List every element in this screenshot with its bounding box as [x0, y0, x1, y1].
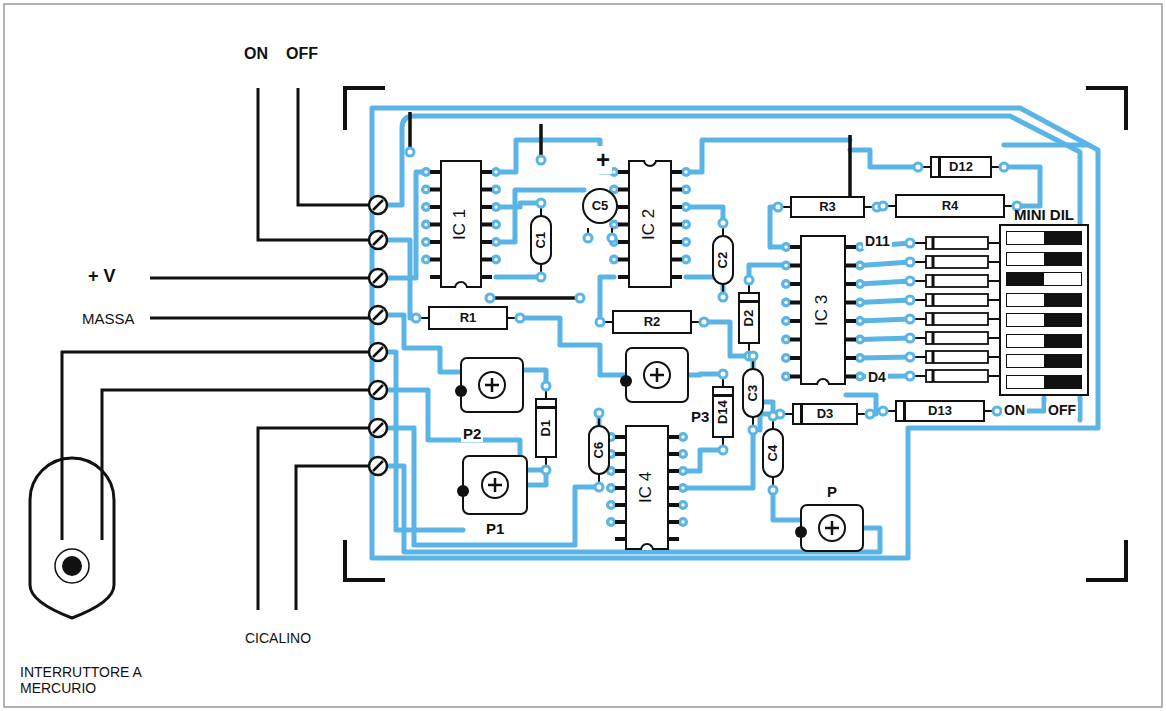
- part-label: IC 3: [814, 294, 833, 325]
- part-label: P: [825, 483, 839, 500]
- ic-chip: IC 3: [800, 235, 846, 385]
- switch-lever: [1006, 334, 1082, 348]
- ic-chip: IC 1: [440, 160, 482, 288]
- cathode-band: [800, 405, 803, 423]
- dil-switch: MINI DIL: [998, 206, 1090, 396]
- part-label: IC 2: [641, 208, 660, 239]
- board-outline: [372, 108, 1098, 558]
- part-label: D4: [866, 369, 888, 385]
- cathode-band: [903, 402, 906, 420]
- resistor-body: R3: [790, 196, 865, 218]
- part-label: C6: [592, 442, 606, 459]
- switch-lever: [1006, 272, 1082, 286]
- cathode-band: [740, 300, 758, 303]
- dil-body: [999, 224, 1089, 396]
- diode-body: D1: [535, 398, 557, 458]
- part-label: C2: [716, 252, 730, 269]
- part-label: R1: [460, 311, 477, 325]
- diode-body: D14: [712, 386, 734, 438]
- diode-body: D2: [738, 292, 760, 344]
- corner-brackets: [345, 88, 1126, 580]
- switch-label: ON: [1002, 402, 1027, 418]
- frame: [4, 4, 1162, 707]
- switch-label: OFF: [1046, 402, 1078, 418]
- resistor-body: R2: [612, 310, 692, 334]
- part-label: P2: [461, 425, 483, 442]
- ic-pads: [426, 172, 860, 539]
- cathode-band: [938, 158, 941, 176]
- cathode-band: [714, 394, 732, 397]
- wire-jumpers: [406, 112, 854, 302]
- resistor-body: R4: [895, 194, 1005, 218]
- electrolytic-capacitor: C5: [582, 188, 618, 224]
- capacitor-body: C6: [588, 425, 610, 475]
- diode-body: D3: [792, 403, 858, 425]
- part-label: C3: [746, 385, 760, 402]
- ic-chip: IC 4: [625, 425, 669, 550]
- part-label: P3: [689, 408, 711, 425]
- mercury-drop: [62, 556, 82, 576]
- capacitor-body: C3: [742, 368, 764, 418]
- part-label: MINI DIL: [1014, 206, 1074, 224]
- switch-lever: [1006, 375, 1082, 389]
- part-label: P1: [484, 520, 506, 537]
- part-label: IC 1: [452, 208, 471, 239]
- wire-label: ON: [242, 45, 270, 63]
- cathode-band: [537, 406, 555, 409]
- wire-label: OFF: [284, 45, 320, 63]
- component-caption: INTERRUTTORE A MERCURIO: [18, 664, 144, 696]
- part-label: R3: [819, 200, 836, 214]
- copper-traces: [386, 116, 1088, 552]
- component-leads: [412, 163, 1021, 494]
- switch-lever: [1006, 313, 1082, 327]
- part-label: D14: [716, 400, 730, 424]
- part-label: D1: [539, 420, 553, 437]
- ic-notch: [816, 378, 830, 385]
- part-label: D2: [742, 310, 756, 327]
- ic-chip: IC 2: [628, 160, 672, 288]
- switch-lever: [1006, 354, 1082, 368]
- part-label: C1: [534, 232, 548, 249]
- part-label: D3: [817, 407, 834, 421]
- part-label: D13: [928, 404, 952, 418]
- part-label: C5: [592, 199, 609, 213]
- capacitor-body: C1: [530, 215, 552, 265]
- external-wires: [62, 88, 369, 610]
- mercury-ring: [55, 549, 89, 583]
- component-caption: CICALINO: [243, 630, 313, 646]
- polarity-mark: +: [594, 146, 612, 174]
- part-label: D12: [949, 160, 973, 174]
- part-label: IC 4: [638, 472, 657, 503]
- part-label: D11: [863, 233, 892, 249]
- diode-body: D12: [930, 156, 992, 178]
- part-label: R4: [942, 199, 959, 213]
- supply-label: + V: [86, 266, 118, 287]
- part-label: R2: [644, 315, 661, 329]
- switch-lever: [1006, 293, 1082, 307]
- diode-body: D13: [895, 400, 985, 422]
- switch-lever: [1006, 231, 1082, 245]
- screw-terminals: [369, 196, 387, 475]
- ic-notch: [640, 543, 654, 550]
- part-label: C4: [766, 445, 780, 462]
- switch-lever: [1006, 252, 1082, 266]
- diode-row: [926, 237, 988, 382]
- ic-notch: [454, 281, 468, 288]
- ic-notch: [643, 160, 657, 167]
- resistor-body: R1: [428, 306, 508, 330]
- capacitor-body: C4: [762, 428, 784, 478]
- ic-pins: [435, 170, 851, 543]
- capacitor-body: C2: [712, 235, 734, 285]
- ground-label: MASSA: [80, 310, 137, 327]
